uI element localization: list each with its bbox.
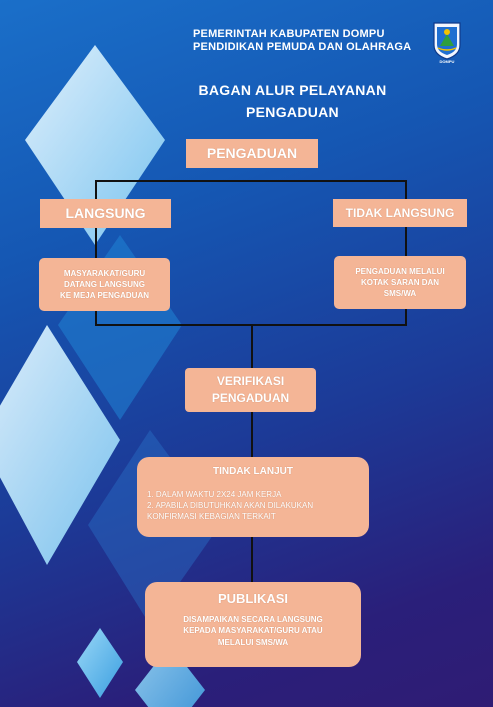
verifikasi-line1: VERIFIKASI [216, 374, 285, 389]
connector-left-vertical [95, 180, 97, 326]
diamond-large-left [0, 325, 120, 565]
publikasi-box: PUBLIKASI DISAMPAIKAN SECARA LANGSUNG KE… [145, 582, 361, 667]
verifikasi-box: VERIFIKASI PENGADUAN [185, 368, 316, 412]
connector-right-vertical [405, 180, 407, 326]
logo-caption: DOMPU [439, 59, 455, 64]
publikasi-line3: MELALUI SMS/WA [217, 637, 289, 647]
connector-top-horizontal [96, 180, 406, 182]
langsung-desc-line3: KE MEJA PENGADUAN [59, 291, 150, 301]
langsung-description-box: MASYARAKAT/GURU DATANG LANGSUNG KE MEJA … [39, 258, 170, 311]
tidak-langsung-desc-line2: KOTAK SARAN DAN [360, 277, 440, 287]
tidak-langsung-description-box: PENGADUAN MELALUI KOTAK SARAN DAN SMS/WA [334, 256, 466, 309]
diamond-large-top [25, 45, 165, 245]
langsung-desc-line1: MASYARAKAT/GURU [63, 268, 146, 278]
tindak-lanjut-title: TINDAK LANJUT [213, 466, 293, 477]
header-line1: PEMERINTAH KABUPATEN DOMPU [193, 28, 385, 40]
tidak-langsung-desc-line1: PENGADUAN MELALUI [355, 266, 445, 276]
diamond-bottom-right [135, 645, 205, 707]
publikasi-line2: KEPADA MASYARAKAT/GURU ATAU [183, 626, 323, 636]
tindak-lanjut-item3: KONFIRMASI KEBAGIAN TERKAIT [147, 512, 276, 522]
header-line2: PENDIDIKAN PEMUDA DAN OLAHRAGA [193, 41, 412, 53]
page-title-line1: BAGAN ALUR PELAYANAN [198, 82, 387, 98]
dompu-logo-icon [433, 22, 461, 60]
page-title-line2: PENGADUAN [246, 104, 339, 120]
pengaduan-box: PENGADUAN [186, 139, 318, 168]
tindak-lanjut-item1: 1. DALAM WAKTU 2X24 JAM KERJA [147, 490, 282, 499]
publikasi-line1: DISAMPAIKAN SECARA LANGSUNG [183, 615, 323, 625]
diamond-small-bottom [77, 628, 123, 698]
pengaduan-label: PENGADUAN [206, 144, 298, 161]
tidak-langsung-box: TIDAK LANGSUNG [333, 199, 467, 227]
tindak-lanjut-item2: 2. APABILA DIBUTUHKAN AKAN DILAKUKAN [147, 501, 314, 511]
langsung-box: LANGSUNG [40, 199, 171, 228]
tidak-langsung-desc-line3: SMS/WA [383, 289, 417, 299]
tindak-lanjut-box: TINDAK LANJUT 1. DALAM WAKTU 2X24 JAM KE… [137, 457, 369, 537]
verifikasi-line2: PENGADUAN [211, 391, 290, 405]
publikasi-title: PUBLIKASI [217, 591, 289, 606]
langsung-label: LANGSUNG [65, 204, 146, 221]
langsung-desc-line2: DATANG LANGSUNG [63, 279, 146, 289]
tidak-langsung-label: TIDAK LANGSUNG [345, 205, 455, 220]
